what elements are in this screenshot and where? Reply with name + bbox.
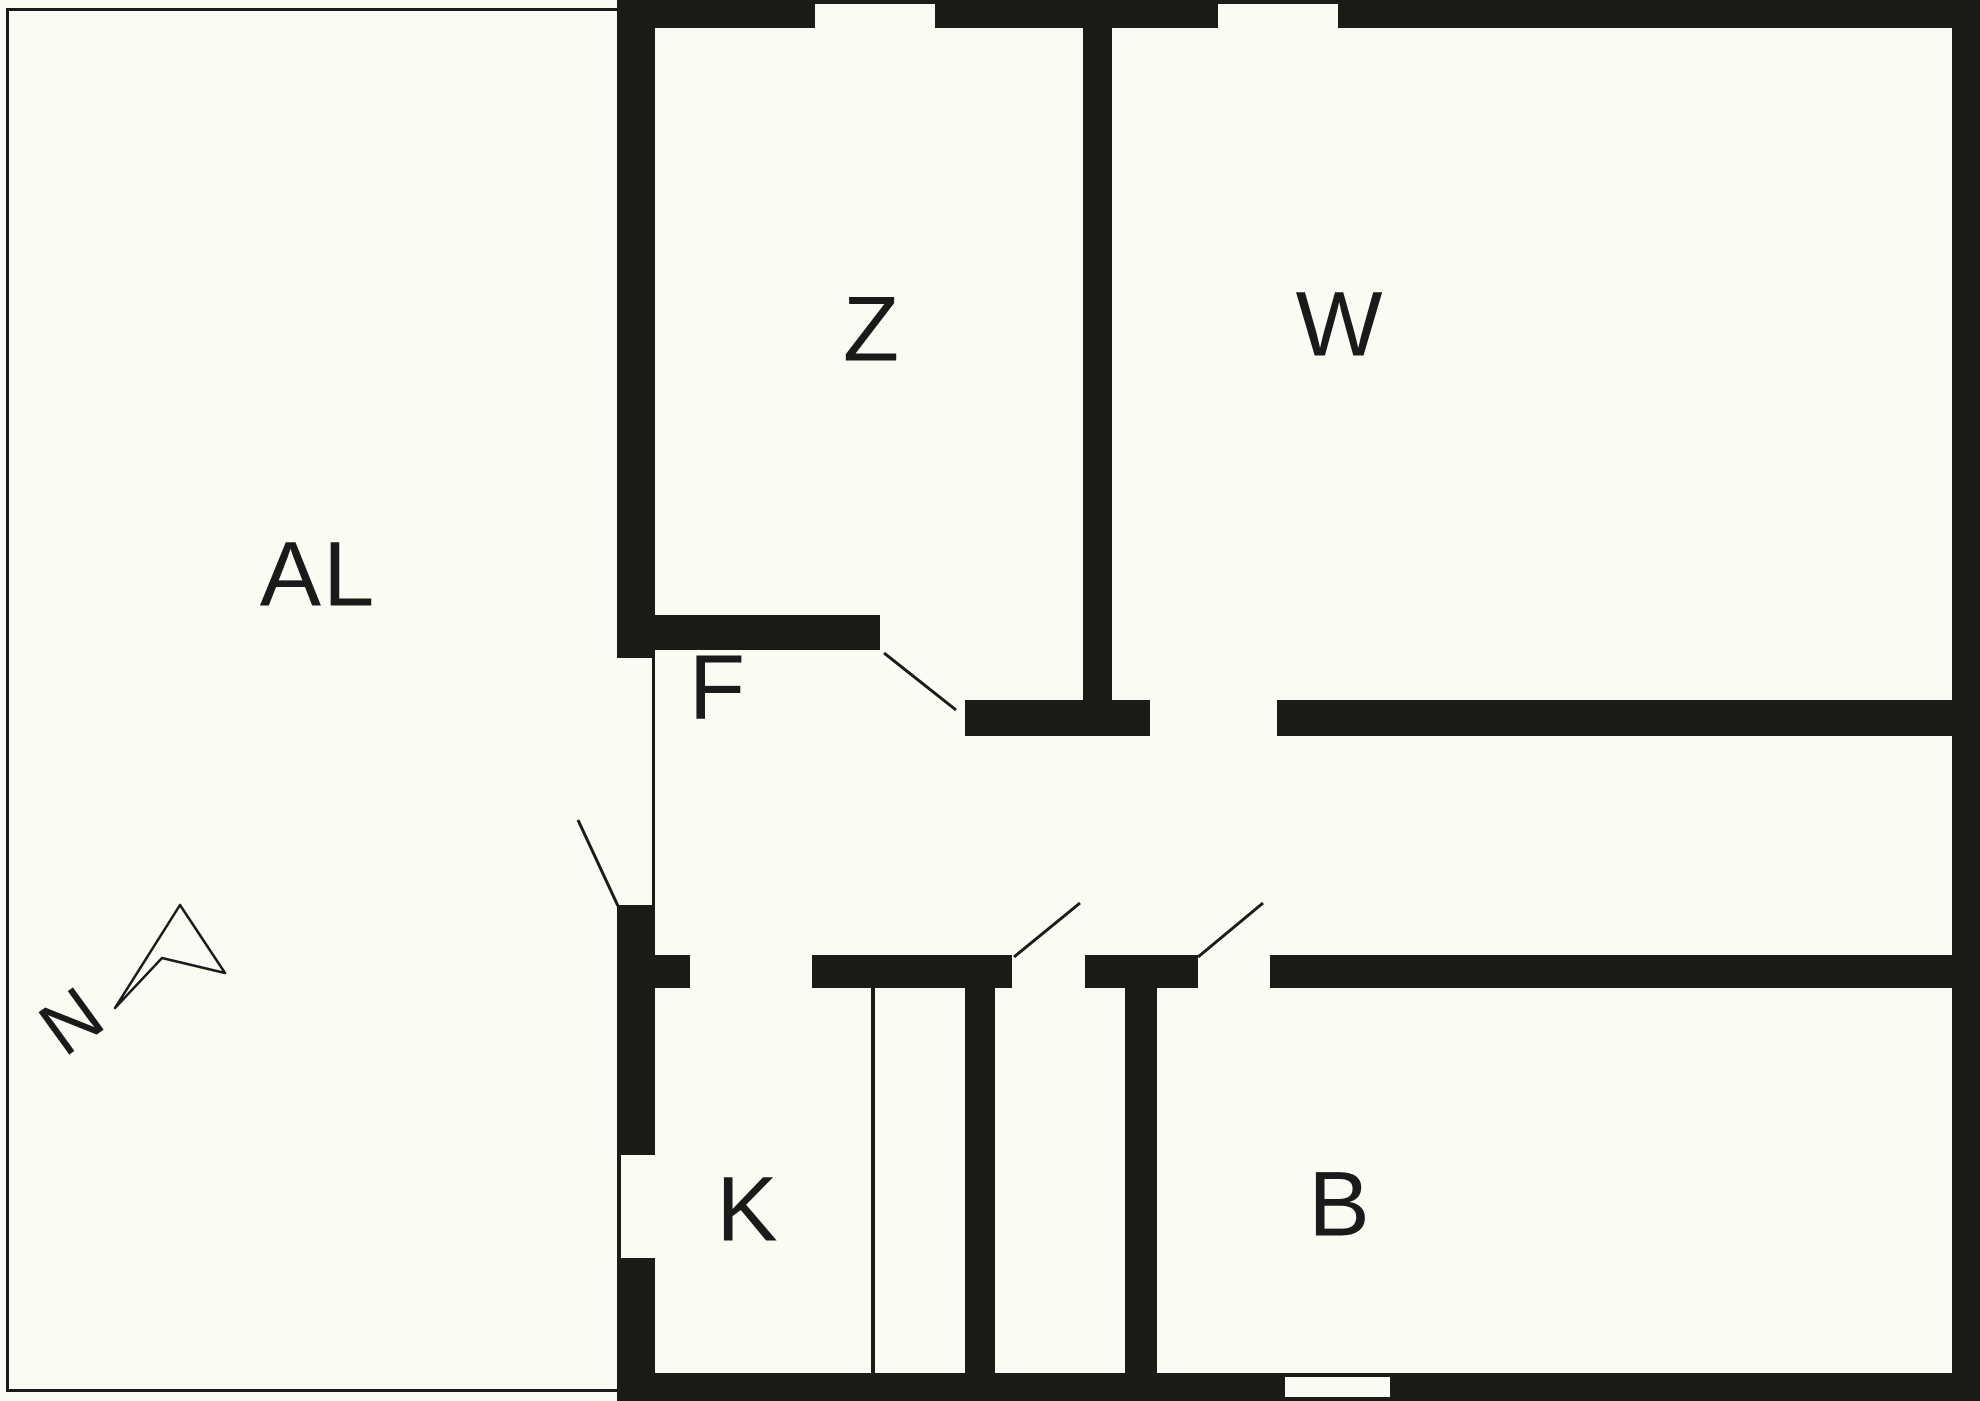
wall-hall-bottom-a (655, 955, 690, 988)
bath-door-swing (1013, 901, 1081, 959)
wall-right (1952, 0, 1980, 1401)
wall-z-w-divider (1083, 28, 1112, 736)
room-label-z: Z (842, 278, 902, 381)
window-bottom-b (1285, 1377, 1390, 1397)
room-label-w: W (1295, 273, 1385, 376)
wall-left-upper (617, 0, 655, 658)
room-label-b: B (1308, 1153, 1372, 1256)
wall-k-right (965, 955, 995, 1373)
wall-z-bottom-right (965, 700, 1150, 736)
window-top-w (1218, 4, 1338, 28)
wall-hall-bottom-d (1270, 955, 1952, 988)
al-door-swing (576, 819, 620, 907)
wall-w-bottom (1277, 700, 1952, 736)
wall-bath-right (1125, 955, 1157, 1373)
wall-left-lower (617, 905, 655, 1373)
window-top-z (815, 4, 935, 28)
z-door-swing (883, 651, 957, 712)
room-label-al: AL (259, 523, 377, 626)
north-arrow-icon (113, 903, 227, 1010)
room-al-outline (6, 8, 655, 1392)
b-door-swing (1197, 901, 1264, 959)
window-left-al-wall (621, 1155, 655, 1258)
room-label-k: K (716, 1158, 780, 1261)
wall-z-bottom-left (640, 615, 880, 650)
room-label-f: F (688, 636, 748, 739)
partition-thin-k (871, 988, 875, 1373)
